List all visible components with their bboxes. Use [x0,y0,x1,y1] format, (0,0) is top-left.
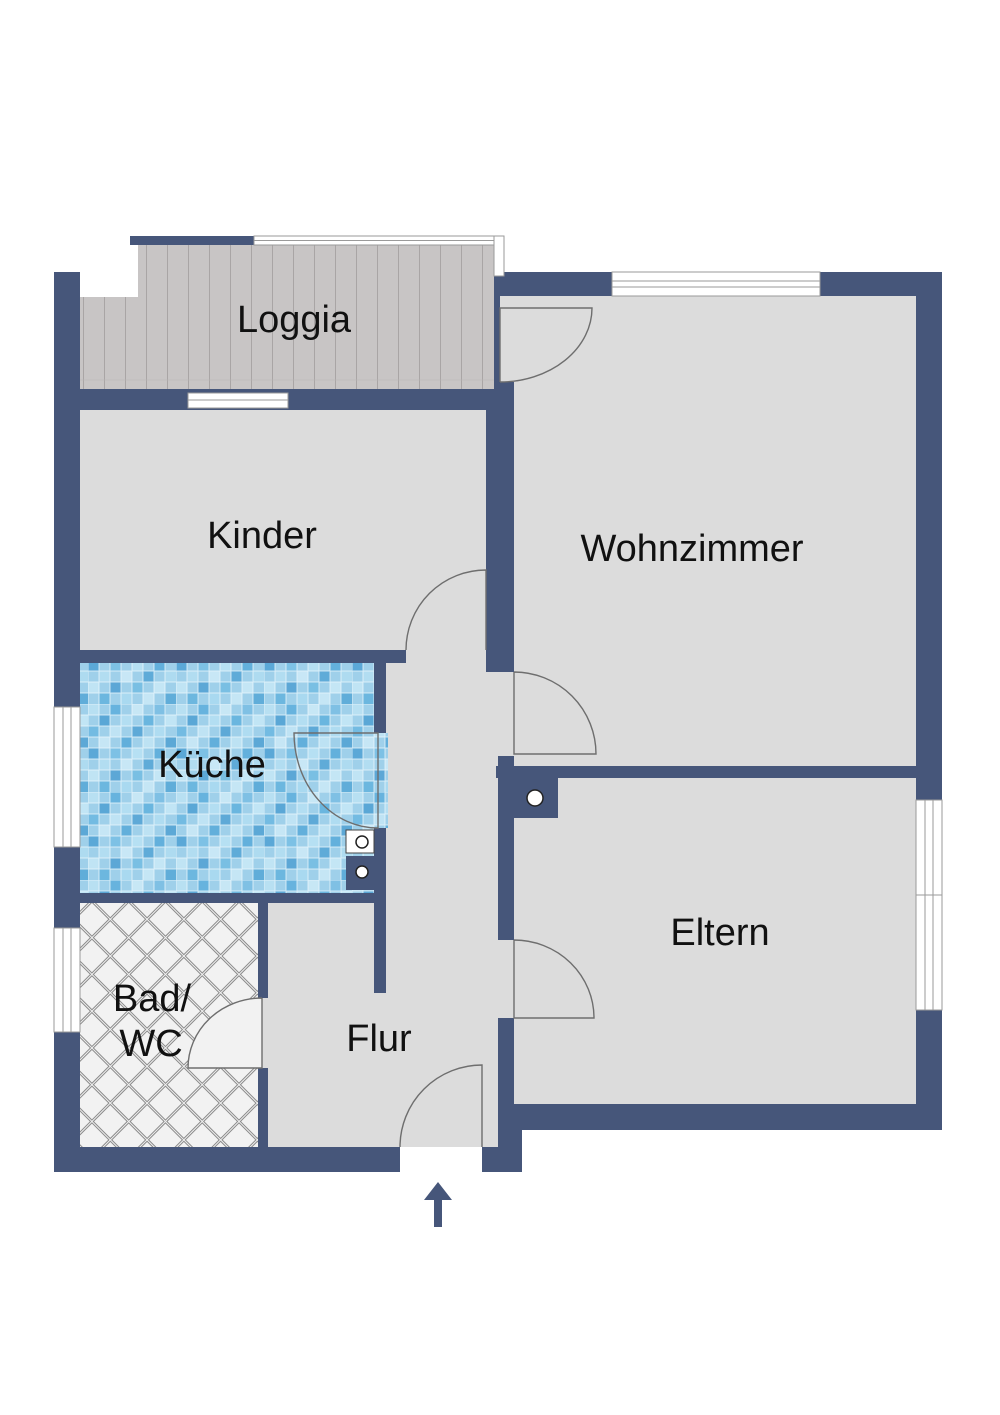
opening-entrance [400,1143,482,1173]
room-label-bad-line2: WC [119,1023,182,1065]
door-kueche-swing [293,732,379,829]
wohnzimmer-floor [514,296,916,766]
room-label-bad-line1: Bad/ [113,978,192,1020]
door-bad-swing [187,997,263,1069]
chimney-icon [526,789,544,807]
room-label-eltern: Eltern [670,912,769,954]
door-openings [256,648,516,1173]
wall-loggia-kinder [80,389,498,410]
window-loggia-top [253,235,505,277]
kueche-floor [80,663,374,893]
wall-flur-eltern-lower [498,1018,514,1108]
door-wohnzimmer-swing [513,671,597,755]
wall-bad-flur-upper [258,903,268,999]
wall-kinder-kueche [80,650,406,663]
wall-wohn-eltern [496,766,916,778]
room-label-wohnzimmer: Wohnzimmer [580,528,803,570]
door-entrance-swing [399,1064,483,1148]
wall-bad-flur-lower [258,1068,268,1147]
window-kueche-left [53,706,81,848]
wall-kinder-wohn-lower [486,650,514,672]
eltern-floor [514,778,916,1104]
window-eltern-right [915,799,943,1011]
loggia-floor-notch-cover [80,245,138,297]
door-swings [187,307,597,1148]
room-labels: Loggia Kinder Wohnzimmer Küche Eltern Ba… [113,299,804,1065]
stove-icon-lower [355,865,369,879]
window-bad-left [53,927,81,1033]
room-label-loggia: Loggia [237,299,352,341]
outer-wall-bottom-right [496,1120,522,1172]
interior-walls [80,389,916,1147]
window-kinder-top [187,392,289,409]
door-loggia-swing [499,307,593,383]
opening-wohnzimmer [484,672,516,756]
wall-kueche-flur [374,663,386,733]
symbols [345,789,544,890]
up-arrow-icon [424,1182,452,1227]
room-label-kueche: Küche [158,744,266,786]
wall-kueche-bad [80,893,386,903]
wall-flur-eltern-upper [498,755,514,940]
wall-kinder-wohn-upper [486,410,498,650]
door-eltern-swing [513,939,595,1019]
room-label-kinder: Kinder [207,515,317,557]
opening-kinder [406,648,486,665]
loggia-floor [80,245,494,389]
opening-kueche [372,733,388,828]
floors [80,245,916,1147]
windows [53,235,943,1033]
window-wohnzimmer-top [611,271,821,297]
wall-flur-stub [374,893,386,993]
opening-eltern [496,940,516,1018]
room-label-flur: Flur [346,1018,412,1060]
door-kinder-swing [405,569,487,651]
stove-icon [355,835,369,849]
